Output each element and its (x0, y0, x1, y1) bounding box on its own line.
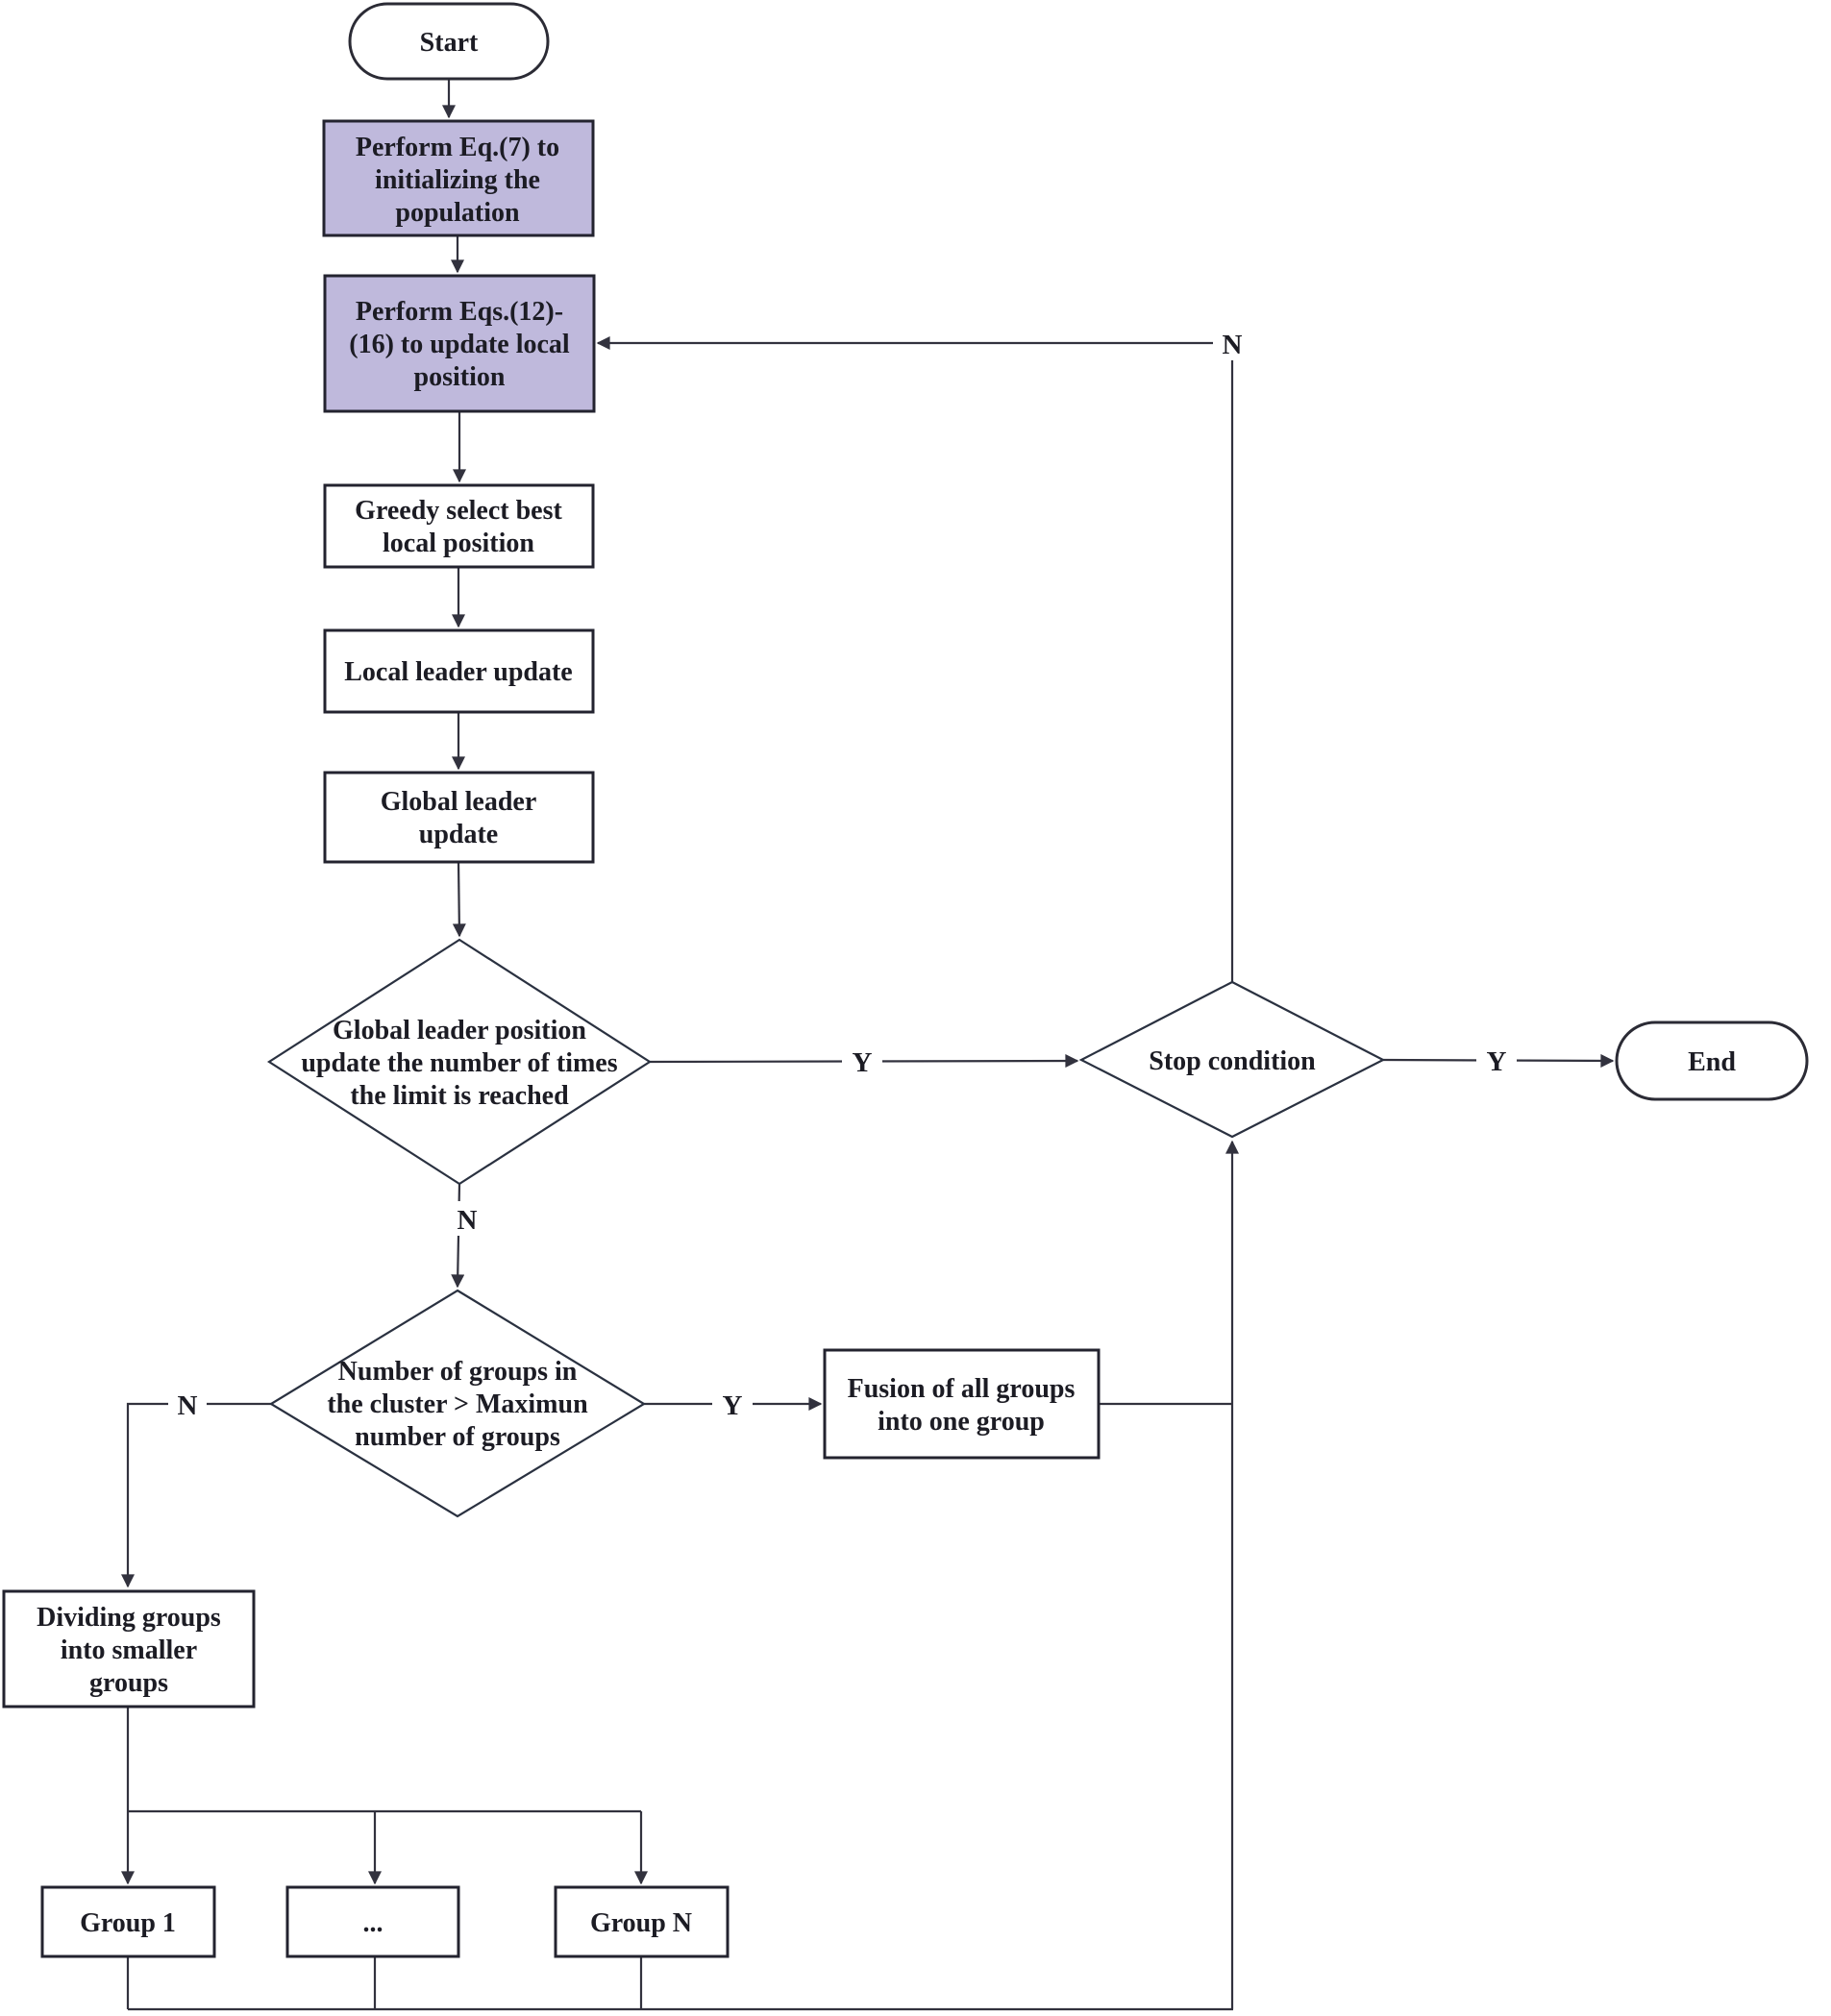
limit-reached-line3: the limit is reached (350, 1081, 569, 1111)
limit-reached-diamond (266, 938, 653, 1186)
label-mask-limit-yes (842, 1044, 882, 1078)
edge-label-limit-yes: Y (853, 1047, 873, 1078)
group-1-node: Group 1 (40, 1885, 216, 1958)
start-node: Start (348, 2, 550, 81)
dividing-groups-node: Dividing groups into smaller groups (2, 1589, 256, 1709)
label-mask-groups-no (168, 1387, 207, 1421)
end-node: End (1615, 1020, 1809, 1101)
dividing-groups-line3: groups (89, 1668, 168, 1698)
group-ellipsis-node: ... (285, 1885, 460, 1958)
edge-groups-no-to-dividing (121, 1402, 271, 1588)
edge-label-stop-no: N (1223, 330, 1243, 360)
greedy-select-line1: Greedy select best (355, 496, 562, 526)
group-1-shape (40, 1885, 216, 1958)
greedy-select-line2: local position (383, 529, 534, 558)
edge-stop-no-feedback (596, 336, 1234, 982)
update-local-position-node: Perform Eqs.(12)- (16) to update local p… (323, 274, 596, 413)
fusion-groups-node: Fusion of all groups into one group (823, 1348, 1101, 1460)
dividing-groups-line2: into smaller (61, 1635, 197, 1665)
greedy-select-node: Greedy select best local position (323, 483, 595, 569)
label-mask-stop-no (1213, 326, 1251, 360)
edge-labels: Y N Y N Y N (168, 326, 1517, 1421)
group-count-line3: number of groups (355, 1422, 560, 1452)
update-local-line1: Perform Eqs.(12)- (356, 297, 563, 327)
stop-condition-decision: Stop condition (1078, 980, 1386, 1139)
fusion-groups-shape (823, 1348, 1101, 1460)
init-population-line2: initializing the (375, 165, 540, 195)
group-n-label: Group N (590, 1908, 692, 1938)
flow-edges (121, 79, 1615, 2011)
stop-condition-diamond (1078, 980, 1386, 1139)
limit-reached-line1: Global leader position (333, 1016, 586, 1045)
init-population-line1: Perform Eq.(7) to (356, 133, 559, 162)
end-node-shape (1615, 1020, 1809, 1101)
dividing-groups-shape (2, 1589, 256, 1709)
group-count-line2: the cluster > Maximun (327, 1389, 588, 1419)
stop-condition-label: Stop condition (1149, 1046, 1316, 1076)
group-count-decision: Number of groups in the cluster > Maximu… (268, 1289, 647, 1518)
global-leader-update-shape (323, 771, 595, 864)
start-node-shape (348, 2, 550, 81)
edge-label-groups-yes: Y (723, 1390, 743, 1421)
group-count-diamond (268, 1289, 647, 1518)
end-node-label: End (1688, 1047, 1736, 1077)
group-n-node: Group N (554, 1885, 730, 1958)
dividing-groups-line1: Dividing groups (37, 1603, 221, 1633)
label-mask-stop-yes (1476, 1043, 1517, 1077)
limit-reached-decision: Global leader position update the number… (266, 938, 653, 1186)
group-1-label: Group 1 (80, 1908, 176, 1938)
local-leader-update-shape (323, 628, 595, 714)
global-leader-update-line2: update (419, 820, 498, 849)
global-leader-update-line1: Global leader (381, 787, 537, 817)
label-mask-groups-yes (712, 1387, 753, 1421)
update-local-line3: position (414, 362, 506, 392)
init-population-node: Perform Eq.(7) to initializing the popul… (322, 119, 595, 237)
limit-reached-line2: update the number of times (301, 1048, 617, 1078)
edge-label-limit-no: N (458, 1205, 478, 1236)
group-count-line1: Number of groups in (338, 1357, 578, 1387)
group-ellipsis-label: ... (363, 1908, 384, 1938)
fusion-groups-line1: Fusion of all groups (848, 1374, 1076, 1404)
start-node-label: Start (420, 28, 479, 58)
update-local-position-shape (323, 274, 596, 413)
local-leader-update-label: Local leader update (344, 657, 572, 687)
label-mask-limit-no (448, 1201, 486, 1236)
edge-label-groups-no: N (178, 1390, 198, 1421)
init-population-shape (322, 119, 595, 237)
greedy-select-shape (323, 483, 595, 569)
group-ellipsis-shape (285, 1885, 460, 1958)
group-n-shape (554, 1885, 730, 1958)
fusion-groups-line2: into one group (878, 1407, 1045, 1437)
update-local-line2: (16) to update local (349, 330, 570, 359)
edge-global-to-limit-decision (452, 861, 466, 938)
local-leader-update-node: Local leader update (323, 628, 595, 714)
edge-label-stop-yes: Y (1487, 1046, 1507, 1077)
global-leader-update-node: Global leader update (323, 771, 595, 864)
init-population-line3: population (395, 198, 520, 228)
